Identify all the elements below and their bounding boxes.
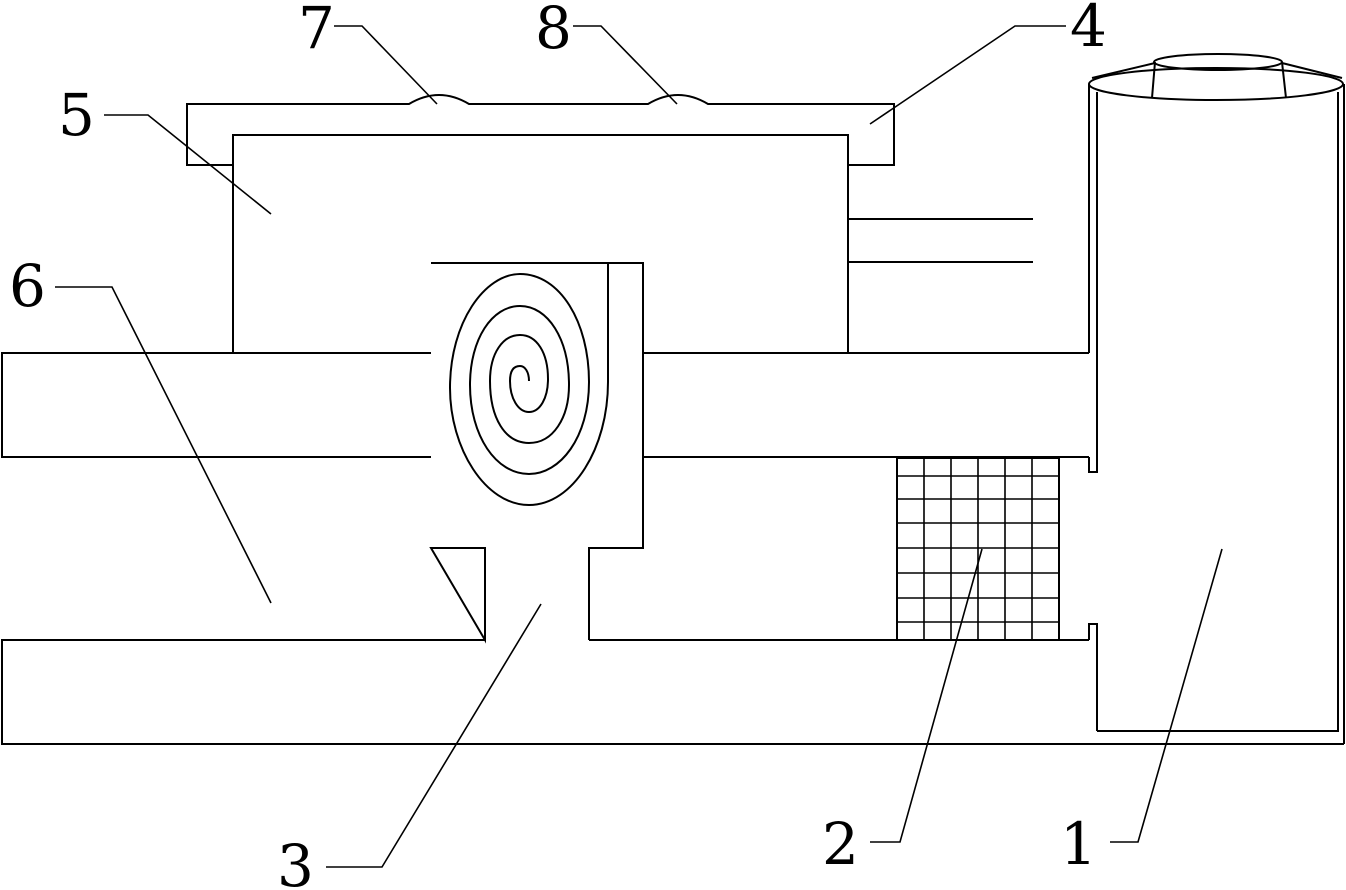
reference-numerals: 1 2 3 4 5 6 7 8 (9, 0, 1107, 890)
leader-4 (869, 25, 1066, 125)
side-outlet-pipe (848, 218, 1033, 263)
mesh-horizontal-lines (897, 475, 1059, 623)
label-5: 5 (58, 81, 95, 149)
tank-top-ellipse (1088, 67, 1344, 101)
part-4-cover (186, 94, 895, 166)
label-8: 8 (535, 0, 572, 62)
leader-3 (326, 603, 542, 868)
leader-2 (870, 548, 983, 843)
tank-outer-wall (1088, 84, 1345, 744)
label-2: 2 (822, 810, 859, 878)
upper-horizontal-bar (1, 352, 1089, 458)
upper-box-outline (232, 134, 849, 353)
part-5-upper-box (232, 134, 1033, 353)
label-3: 3 (277, 832, 314, 890)
spiral-housing-outline (429, 262, 644, 644)
spiral-coil (448, 263, 609, 507)
leader-5 (104, 114, 272, 215)
tank-cap-sides (1091, 61, 1343, 99)
label-6: 6 (9, 252, 46, 320)
label-7: 7 (298, 0, 335, 62)
lower-horizontal-bar (1, 639, 1344, 745)
leader-1 (1110, 548, 1223, 843)
part-2-mesh (896, 457, 1060, 641)
part-1-tank (1088, 53, 1345, 744)
part-3-spiral-housing (429, 262, 644, 644)
part-6-main-body (1, 352, 1344, 745)
leader-6 (55, 286, 272, 604)
label-1: 1 (1060, 810, 1097, 878)
leader-lines (55, 25, 1223, 868)
cover-outline (186, 94, 895, 166)
leader-7 (334, 25, 438, 105)
leader-8 (573, 25, 678, 105)
label-4: 4 (1070, 0, 1107, 60)
mesh-vertical-lines (923, 458, 1033, 640)
